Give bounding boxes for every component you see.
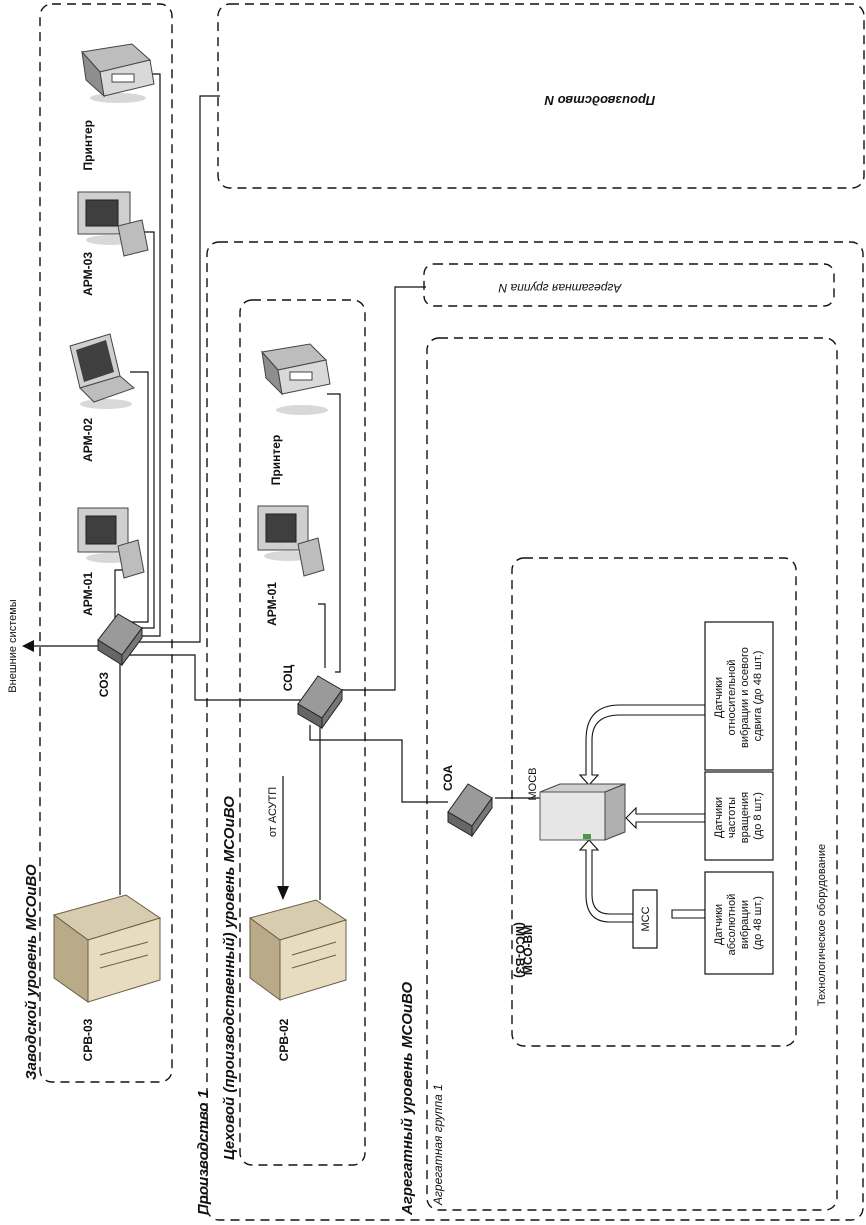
arm03-label: АРМ-03 — [81, 252, 95, 296]
sensor-relative-vibration — [704, 621, 774, 771]
srv03-label: СРВ-03 — [81, 1018, 95, 1061]
aggregate-group-n-label: Агрегатная группа N — [498, 281, 622, 295]
factory-level-box — [39, 3, 173, 1083]
wire-printer-soc — [327, 393, 341, 673]
aggregate-level-label: Агрегатный уровень МСОиВО — [399, 982, 416, 1216]
mosv-label: МОСВ — [527, 768, 539, 801]
arrow-abs-to-mss — [671, 909, 706, 919]
factory-level-label: Заводской уровень МСОиВО — [23, 864, 40, 1080]
soa-label: СОА — [441, 765, 455, 791]
printer-shop-label: Принтер — [269, 435, 283, 485]
srv02-label: СРВ-02 — [277, 1018, 291, 1061]
mss-box — [632, 889, 658, 949]
soz-label: СОЗ — [97, 672, 111, 697]
laptop-icon — [69, 333, 135, 409]
arm01-factory-label: АРМ-01 — [81, 572, 95, 616]
printer-factory-label: Принтер — [81, 120, 95, 170]
workstation-icon — [77, 507, 145, 579]
mso-vm-label: МСО-ВМ — [521, 925, 535, 975]
aggregate-group-n-box — [423, 263, 835, 307]
wire-arm01s-soc — [318, 603, 326, 668]
external-arrowhead — [22, 640, 34, 652]
arrow-mss-to-mosv — [578, 839, 634, 923]
external-systems-label: Внешние системы — [7, 599, 19, 692]
switch-icon — [447, 783, 493, 838]
arrow-relative-vibration — [578, 704, 706, 786]
production-n-box — [217, 3, 865, 189]
mosv-module-icon — [539, 783, 626, 841]
server-icon — [52, 894, 162, 1003]
printer-icon — [81, 43, 155, 103]
asutp-arrowhead — [277, 886, 289, 900]
arm01-shop-label: АРМ-01 — [265, 582, 279, 626]
wire-soz-production-n — [130, 95, 220, 643]
aggregate-group-1-box — [426, 337, 838, 1211]
absolute-vibration-label: Датчики абсолютной вибрации (до 48 шт.) — [713, 891, 764, 956]
production-1-box — [206, 241, 864, 1221]
switch-icon — [297, 675, 343, 730]
from-asutp-label: от АСУТП — [267, 787, 279, 837]
sensor-rotation-freq — [704, 771, 774, 861]
wire-soc-soa — [309, 725, 448, 803]
relative-vibration-label: Датчики относительной вибрации и осевого… — [713, 644, 764, 748]
mss-label: МСС — [640, 906, 652, 931]
arrow-rotation-freq — [625, 806, 706, 830]
production-1-label: Производство 1 — [195, 1090, 212, 1215]
printer-icon — [261, 343, 331, 415]
mso-vz-label: (МСО-ВЗ) — [513, 922, 527, 978]
mso-vm-box — [511, 557, 797, 1047]
workstation-icon — [77, 191, 149, 257]
tech-equipment-label: Технологическое оборудование — [816, 844, 828, 1006]
arm02-label: АРМ-02 — [81, 418, 95, 462]
production-n-label: Производство N — [544, 93, 655, 108]
soc-label: СОЦ — [281, 665, 295, 692]
shop-level-label: Цеховой (производственный) уровень МСОиВ… — [221, 796, 238, 1160]
wire-arm02-soz — [125, 371, 149, 623]
rotation-freq-label: Датчики частоты вращения (до 8 шт.) — [713, 789, 764, 843]
shop-level-box — [239, 299, 366, 1166]
switch-icon — [97, 613, 143, 667]
server-icon — [248, 899, 348, 1001]
aggregate-group-1-label: Агрегатная группа 1 — [431, 1084, 445, 1206]
wire-soz-soc — [128, 654, 302, 701]
wire-soc-group-n — [340, 286, 426, 691]
sensor-absolute-vibration — [704, 871, 774, 975]
workstation-icon — [257, 505, 325, 577]
